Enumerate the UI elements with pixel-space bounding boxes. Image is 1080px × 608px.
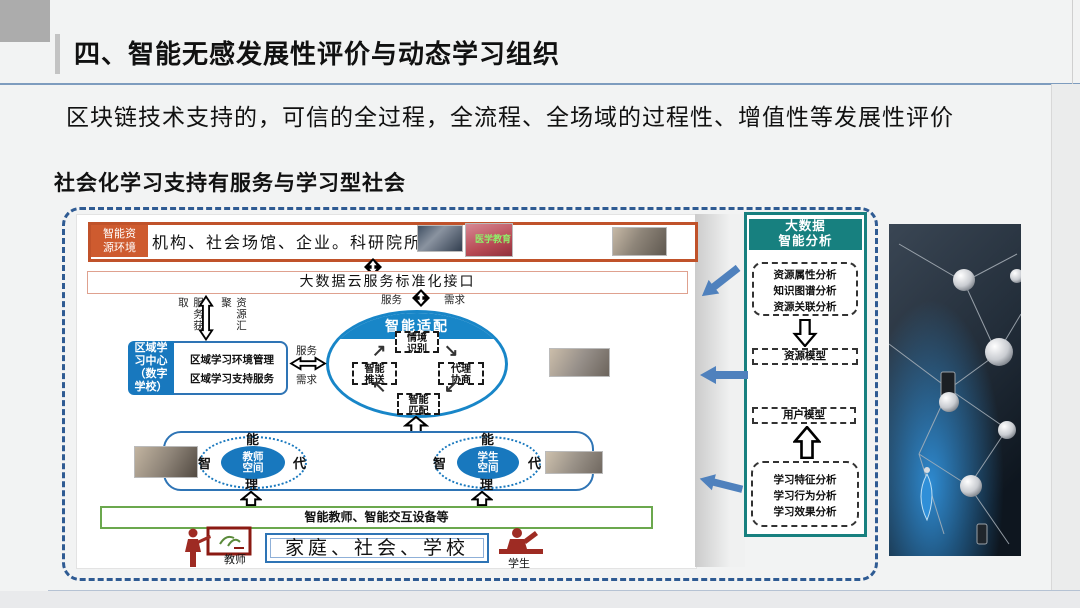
page-right-margin [1051,84,1080,591]
analysis-title-line: 智能分析 [778,234,833,248]
service-label-mid: 服务 [296,345,317,357]
robot-photo-top [612,227,667,256]
node-smart-matching: 智能 匹配 [397,393,440,417]
analysis-line: 学习特征分析 [773,474,837,486]
resource-analysis-box: 资源属性分析 知识图谱分析 资源关联分析 [752,262,858,316]
smart-devices-bar: 智能教师、智能交互设备等 [100,506,653,529]
resource-environment-label: 智能资 源环境 [91,225,148,257]
robot-photo-middle [549,348,610,377]
ar-photo-caption: 医学教育 [475,234,512,244]
node-line: 代理 [451,364,471,375]
rlc-label-line: 习中心 [134,355,168,367]
teacher-space-line: 教师 [242,451,264,463]
teacher-icon [185,526,252,567]
rlc-label-line: 区域学 [134,342,168,354]
student-label: 学生 [508,558,530,570]
hollow-up-arrow-icon [471,491,493,506]
hollow-up-arrow-icon [240,491,262,506]
diamond-updown-arrow-icon [412,289,430,307]
diagram-dashed-frame [62,207,878,581]
hollow-up-arrow-icon [793,426,821,459]
agent-ring-char: 能 [481,432,495,447]
horizontal-double-arrow-icon [289,356,327,371]
resource-environment-text: 机构、社会场馆、企业。科研院所等 [152,235,441,252]
student-space-line: 学生 [477,451,499,463]
rlc-support-service: 区域学习支持服务 [190,373,274,385]
env-label-line2: 源环境 [103,242,136,254]
agent-ring-char: 能 [246,432,260,447]
agent-ring-char: 智 [433,456,447,471]
teacher-label: 教师 [224,554,246,566]
top-right-edge-line [1072,0,1073,84]
section-subheading: 社会化学习支持有服务与学习型社会 [54,172,406,195]
analysis-title-line: 大数据 [785,219,826,233]
footer-strip [0,591,1080,608]
cycle-arrow-ne-icon: ↗ [372,341,387,360]
resource-environment-box [88,222,698,262]
ar-education-photo: 医学教育 [465,223,513,257]
family-society-school-box: 家庭、社会、学校 [265,533,489,563]
network-decorative-image [889,224,1021,556]
cycle-arrow-sw-icon: ↙ [444,377,459,396]
agent-ring-char: 智 [198,456,212,471]
analysis-line: 资源关联分析 [773,301,837,313]
footer-divider [48,590,1080,591]
teacher-space-line: 空间 [242,462,264,474]
student-icon [499,528,543,554]
analysis-line: 学习效果分析 [773,506,837,518]
node-line: 匹配 [408,405,429,417]
demand-label-mid: 需求 [296,374,317,386]
node-smart-push: 智能 推送 [352,362,397,385]
demand-label-top: 需求 [444,294,465,306]
analysis-line: 知识图谱分析 [773,285,837,297]
node-line: 推送 [364,374,385,386]
node-line: 情境 [407,333,427,344]
title-divider [0,83,1080,85]
teacher-space-ellipse: 教师 空间 [221,446,285,479]
classroom-photo [417,225,463,252]
agent-ring-char: 代 [293,456,307,471]
robot-photo-student-side [545,451,603,474]
resource-model-box: 资源模型 [752,348,858,365]
blue-left-arrow-icon [700,366,748,384]
student-space-ellipse: 学生 空间 [457,446,519,479]
node-line: 智能 [408,395,429,406]
resource-gather-label: 资源汇聚 [220,297,247,332]
env-label-line1: 智能资 [103,228,136,240]
analysis-line: 资源属性分析 [773,269,837,281]
hollow-down-arrow-icon [792,319,818,347]
title-accent-bar [55,34,60,74]
page-title: 四、智能无感发展性评价与动态学习组织 [74,39,561,69]
node-line: 识别 [407,343,427,355]
service-label-top: 服务 [381,294,402,306]
agent-ring-char: 代 [528,456,542,471]
rlc-label-line: 学校） [134,381,168,393]
robot-photo-teacher-side [134,446,198,478]
learning-analysis-box: 学习特征分析 学习行为分析 学习效果分析 [751,461,859,527]
cycle-arrow-se-icon: ↘ [444,341,459,360]
cloud-interface-bar: 大数据云服务标准化接口 [87,271,688,294]
analysis-line: 学习行为分析 [773,490,837,502]
rlc-label-line: （数字 [134,368,168,380]
body-paragraph: 区块链技术支持的，可信的全过程，全流程、全场域的过程性、增值性等发展性评价 [66,105,954,130]
node-line: 协商 [451,374,471,386]
regional-learning-center-label: 区域学 习中心 （数字 学校） [128,341,174,395]
title-accent-square [0,0,50,42]
blue-left-arrow-icon [699,474,744,493]
node-agent-negotiation: 代理 协商 [438,362,484,385]
bigdata-analysis-title: 大数据 智能分析 [749,219,862,250]
cycle-arrow-nw-icon: ↖ [372,377,387,396]
blue-left-arrow-icon [701,264,741,297]
rlc-env-management: 区域学习环境管理 [190,354,274,366]
node-context-recognition: 情境 识别 [395,331,439,355]
agent-ring-char: 理 [245,477,259,492]
user-model-box: 用户模型 [752,407,856,424]
node-line: 智能 [364,364,385,375]
vertical-double-arrow-icon [198,295,214,341]
agent-ring-char: 理 [480,477,494,492]
student-space-line: 空间 [477,462,499,474]
